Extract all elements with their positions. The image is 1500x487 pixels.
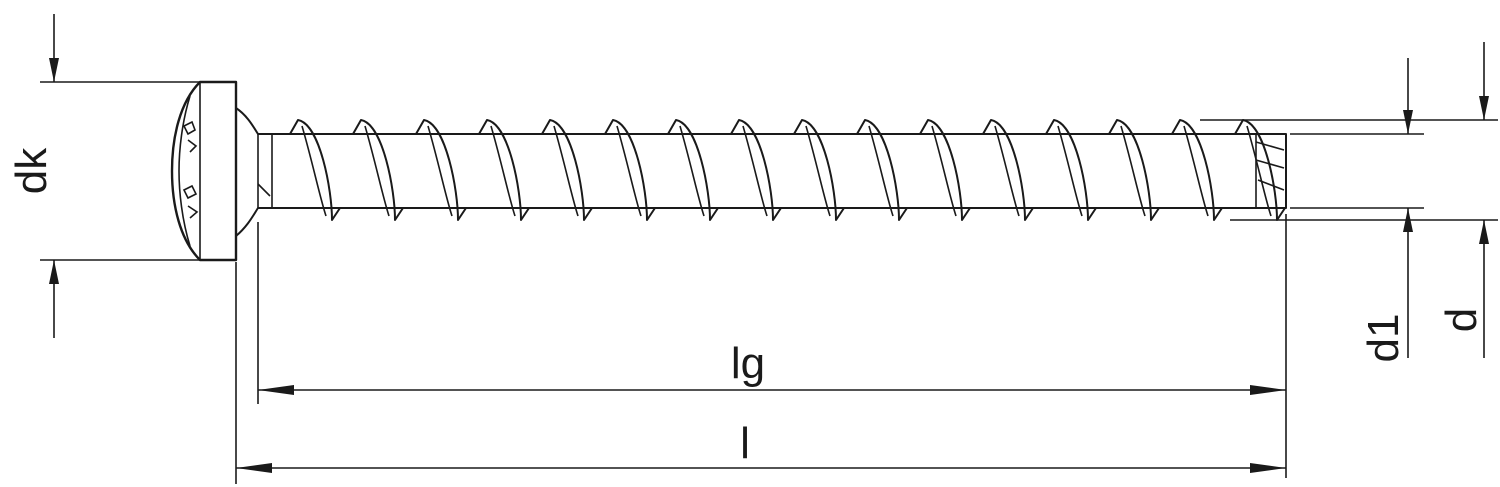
thread-flight-back (868, 125, 894, 217)
thread-flight (793, 119, 845, 221)
thread-flight-back (931, 125, 957, 217)
thread-flight-back (1246, 125, 1272, 217)
label-d: d (1437, 308, 1486, 332)
thread-flight-back (679, 125, 705, 217)
thread-flight (1234, 119, 1286, 221)
thread-flight (289, 119, 341, 221)
thread-flight-back (1057, 125, 1083, 217)
label-l: l (740, 419, 750, 468)
thread-flight-back (1183, 125, 1209, 217)
screw-thread (289, 119, 1286, 221)
thread-flight (415, 119, 467, 221)
thread-flight (1171, 119, 1223, 221)
thread-flight (352, 119, 404, 221)
thread-flight (1108, 119, 1160, 221)
thread-flight (604, 119, 656, 221)
thread-flight (856, 119, 908, 221)
thread-flight-back (364, 125, 390, 217)
screw-tip (1199, 133, 1287, 209)
label-lg: lg (731, 339, 765, 388)
thread-flight-back (616, 125, 642, 217)
thread-flight (478, 119, 530, 221)
thread-flight-back (301, 125, 327, 217)
dimension-d1: d1 (1290, 58, 1424, 362)
dimension-lg: lg (257, 214, 1287, 478)
thread-flight-back (994, 125, 1020, 217)
thread-flight-back (427, 125, 453, 217)
thread-flight-back (490, 125, 516, 217)
thread-flight (982, 119, 1034, 221)
dimension-dk: dk (7, 14, 236, 338)
label-dk: dk (7, 147, 56, 194)
screw-shank (235, 107, 1201, 237)
thread-flight-back (553, 125, 579, 217)
dimension-d: d (1200, 42, 1498, 358)
label-d1: d1 (1359, 314, 1408, 363)
screw-head (170, 80, 238, 262)
thread-flight (541, 119, 593, 221)
thread-flight-back (1120, 125, 1146, 217)
thread-flight (1045, 119, 1097, 221)
thread-flight-back (805, 125, 831, 217)
thread-flight-back (742, 125, 768, 217)
thread-flight (667, 119, 719, 221)
thread-flight (919, 119, 971, 221)
drive-recess-marking (182, 120, 199, 219)
dimension-l: l (235, 262, 1286, 484)
thread-flight (730, 119, 782, 221)
